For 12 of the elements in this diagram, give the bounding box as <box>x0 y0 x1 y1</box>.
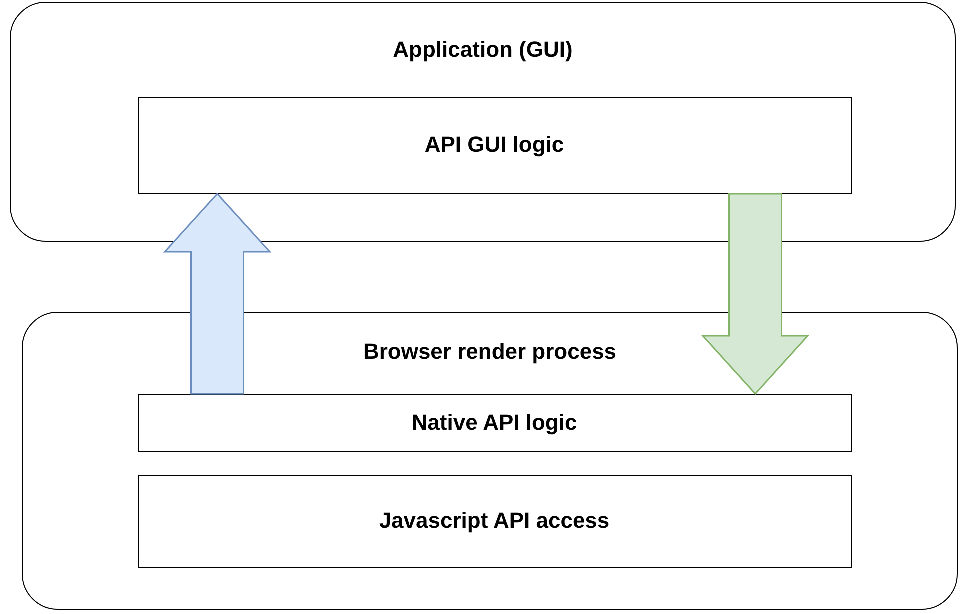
component-label: Native API logic <box>412 410 578 436</box>
arrow <box>163 192 272 395</box>
component-label: API GUI logic <box>424 132 564 158</box>
container-title: Browser render process <box>363 339 617 365</box>
container-box <box>22 312 958 610</box>
component-box <box>138 474 852 568</box>
container-title: Application (GUI) <box>393 37 573 63</box>
container-box <box>10 2 956 242</box>
arrow <box>701 193 810 396</box>
component-box <box>138 394 852 452</box>
component-label: Javascript API access <box>379 508 610 534</box>
component-box <box>138 96 852 194</box>
